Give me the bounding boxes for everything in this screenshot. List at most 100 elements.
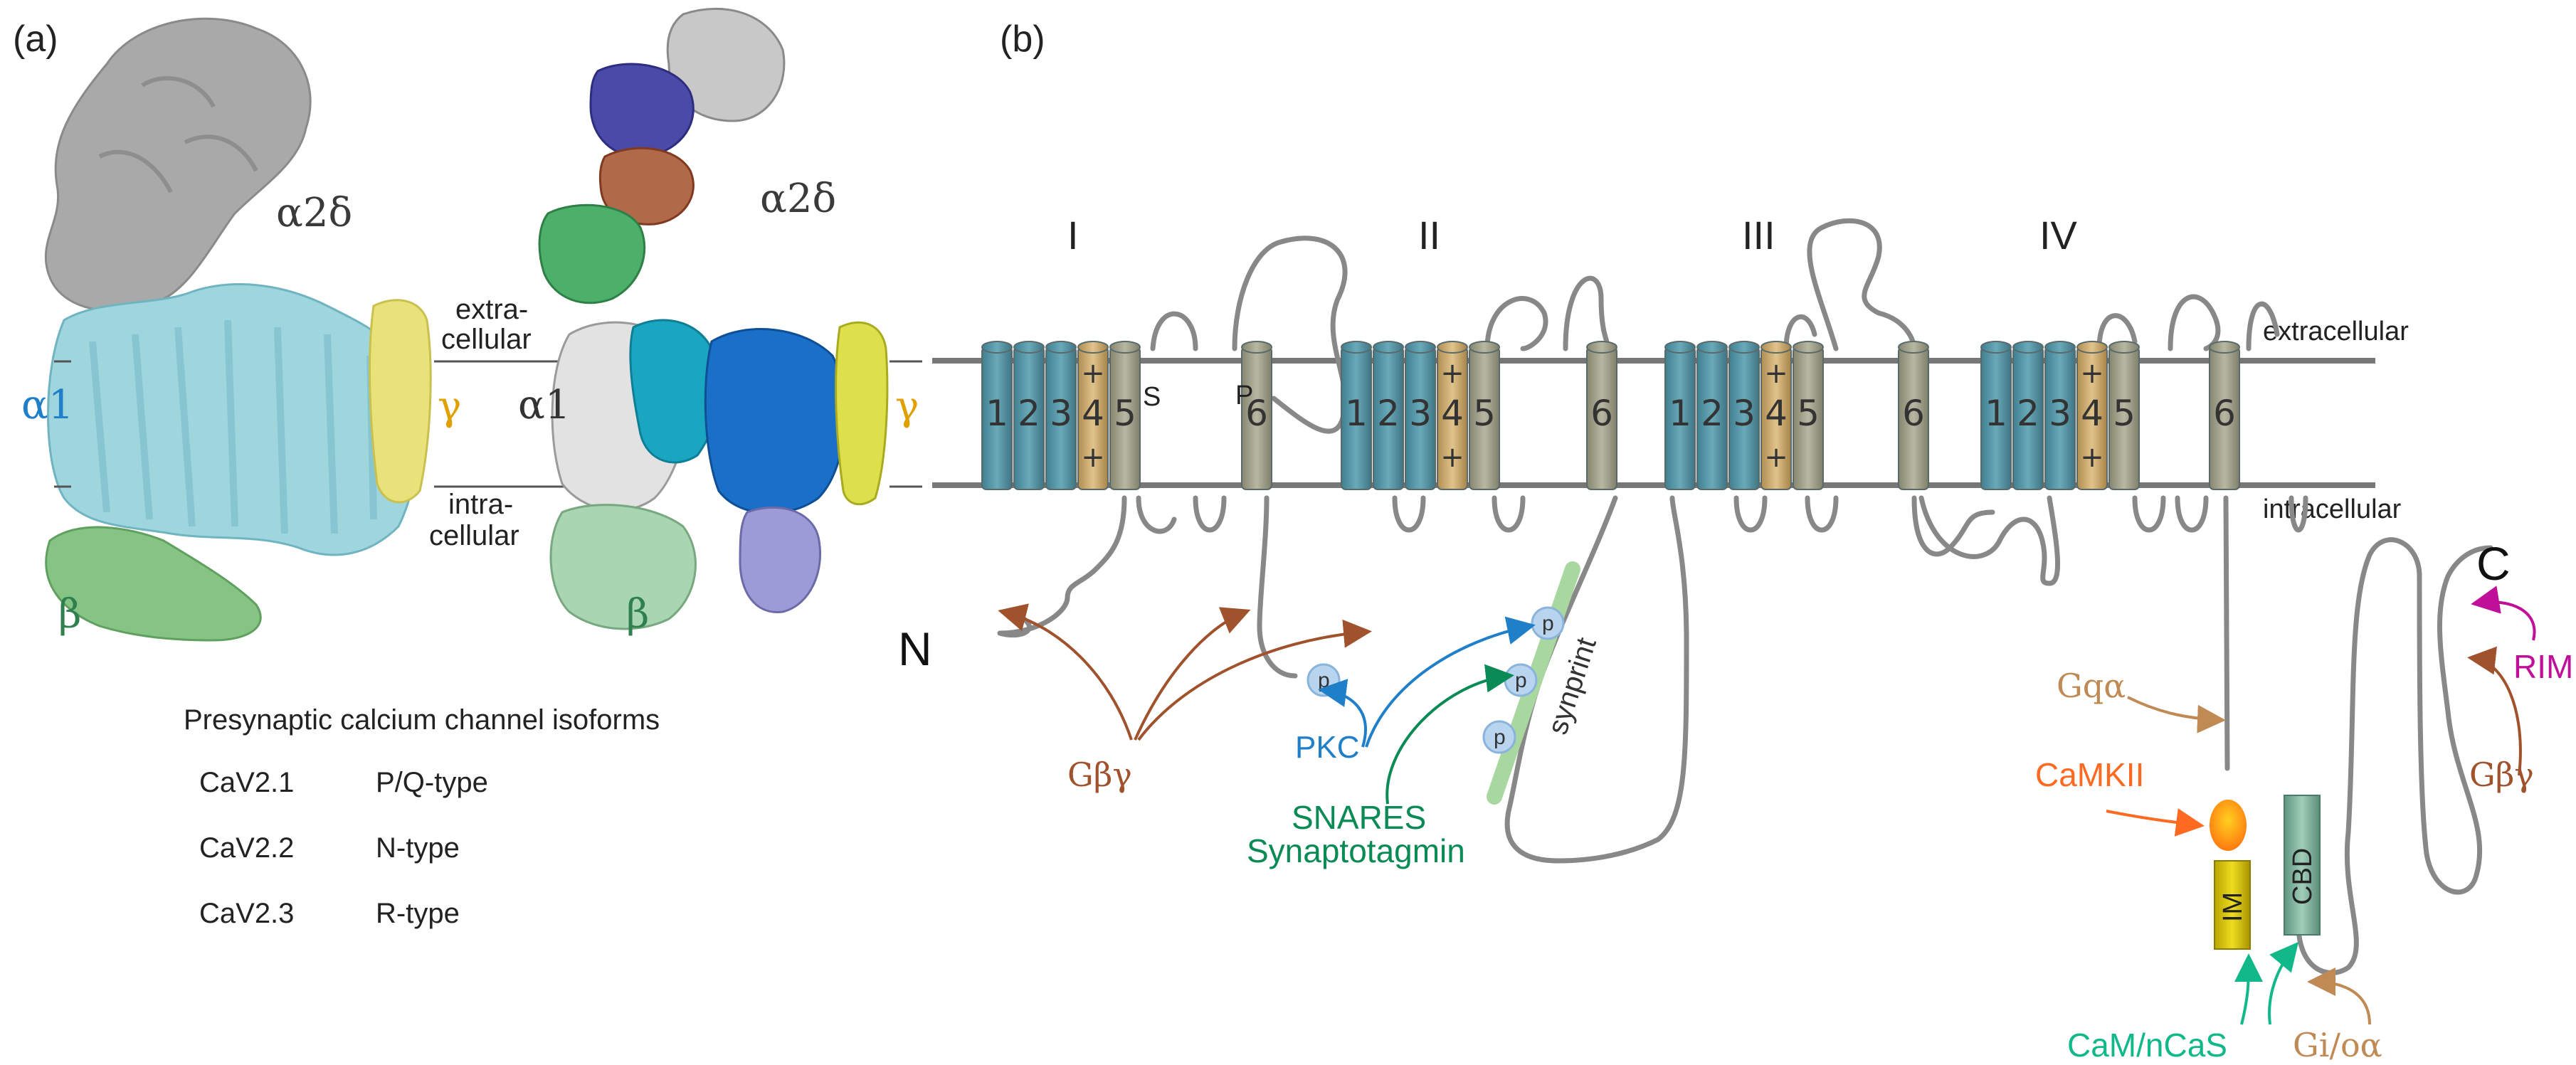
panel-a: (a) α2δ α1 γ β extra- cellular intra- <box>13 7 922 642</box>
domain-IV-segment-6: 6 <box>2209 341 2240 490</box>
domain-III-segment-4: 4++ <box>1761 341 1792 490</box>
domain-II-segment-6: 6 <box>1586 341 1617 490</box>
p-loop-label: P <box>1235 381 1253 410</box>
segment-number-label: 1 <box>1345 393 1368 434</box>
panel-a-label: (a) <box>13 18 58 60</box>
domain-I-segment-2: 2 <box>1013 341 1045 490</box>
alpha1-ribbon-blue <box>704 328 846 514</box>
phospho-site-4: p <box>1482 720 1516 754</box>
n-terminus-label: N <box>898 622 932 675</box>
segment-number-label: 2 <box>2017 393 2039 434</box>
s4-charge-plus-top: + <box>1764 357 1788 390</box>
cam-ncas-label: CaM/nCaS <box>2067 1027 2227 1064</box>
pkc-label: PKC <box>1295 730 1359 765</box>
domain-III-label: III <box>1742 213 1775 258</box>
isoform-type-1: P/Q-type <box>376 767 488 798</box>
extracellular-side-label: extracellular <box>2263 317 2409 346</box>
snares-label: SNARES <box>1292 799 1426 836</box>
snares-arrow <box>1385 664 1514 805</box>
s4-charge-plus-bottom: + <box>1764 441 1788 474</box>
cbd-domain: CBD <box>2284 795 2321 936</box>
segment-number-label: 1 <box>1985 393 2007 434</box>
segment-number-label: 1 <box>986 393 1008 434</box>
s4-charge-plus-top: + <box>1440 357 1464 390</box>
extra-ribbon-lavender <box>739 507 822 613</box>
alpha1-ribbon-cyan <box>629 319 720 464</box>
segment-number-label: 5 <box>1114 393 1136 434</box>
synaptotagmin-label: Synaptotagmin <box>1247 832 1465 869</box>
segment-number-label: 4 <box>1082 393 1104 434</box>
segment-number-label: 6 <box>1245 393 1268 434</box>
gby-left-arrows <box>998 603 1372 741</box>
alpha2delta-ribbon-gray <box>666 7 786 122</box>
segment-number-label: 6 <box>2213 393 2236 434</box>
panel-b: (b) extracellular intracellular I II III… <box>898 18 2573 1064</box>
domain-III-segment-6: 6 <box>1898 341 1929 490</box>
domain-IV-segment-5: 5 <box>2108 341 2140 490</box>
alpha2delta-ribbon-green <box>538 203 646 304</box>
gioa-label: Gi/oα <box>2293 1026 2382 1064</box>
isoform-name-2: CaV2.2 <box>199 832 295 864</box>
domain-II-segment-1: 1 <box>1341 341 1372 490</box>
segment-number-label: 6 <box>1902 393 1925 434</box>
isoform-type-2: N-type <box>376 832 460 864</box>
cam-arrows <box>2234 941 2299 1025</box>
s-segment-prefix: S <box>1143 382 1161 412</box>
segment-number-label: 3 <box>1050 393 1072 434</box>
beta-density <box>45 526 262 642</box>
domain-III-segment-2: 2 <box>1696 341 1728 490</box>
isoform-type-3: R-type <box>376 898 460 929</box>
ribbon-model: α2δ α1 γ β <box>518 7 919 637</box>
segment-number-label: 1 <box>1669 393 1691 434</box>
gamma-ribbon <box>835 321 889 506</box>
alpha2delta-ribbon-brown <box>598 147 695 226</box>
segment-number-label: 3 <box>2049 393 2071 434</box>
domain-I-segment-1: 1 <box>981 341 1013 490</box>
segment-number-label: 4 <box>1441 393 1464 434</box>
segment-number-label: 5 <box>1797 393 1820 434</box>
gqa-label: Gqα <box>2057 667 2126 705</box>
segment-number-label: 5 <box>1473 393 1496 434</box>
phospho-site-3: p <box>1504 663 1538 697</box>
domain-IV-segment-2: 2 <box>2012 341 2044 490</box>
intracellular-label-1: intra- <box>448 489 513 520</box>
rim-arrow <box>2471 586 2536 641</box>
left-gamma-label: γ <box>438 383 461 430</box>
domain-IV-label: IV <box>2039 213 2078 258</box>
right-beta-label: β <box>626 591 649 637</box>
rim-label: RIM <box>2513 648 2573 685</box>
domain-I-label: I <box>1067 213 1079 258</box>
svg-text:CBD: CBD <box>2288 848 2318 905</box>
gby-right-arrow <box>2467 646 2522 776</box>
domain-III-segment-1: 1 <box>1664 341 1696 490</box>
domain-II-segment-5: 5 <box>1469 341 1500 490</box>
left-alpha2delta-label: α2δ <box>276 190 352 236</box>
channel-loops <box>997 218 2493 975</box>
extracellular-label-1: extra- <box>455 294 528 325</box>
domain-II-segment-2: 2 <box>1373 341 1404 490</box>
gby-left-label: Gβγ <box>1067 756 1132 794</box>
gamma-density <box>369 299 432 504</box>
svg-text:p: p <box>1515 669 1527 692</box>
beta-ribbon <box>549 504 697 630</box>
svg-text:p: p <box>1494 726 1506 749</box>
domain-II-segment-4: 4++ <box>1437 341 1468 490</box>
s4-charge-plus-top: + <box>1081 357 1105 390</box>
camkii-label: CaMKII <box>2035 756 2144 793</box>
isoform-name-3: CaV2.3 <box>199 898 295 929</box>
segment-number-label: 2 <box>1701 393 1724 434</box>
alpha2delta-ribbon-blue <box>589 63 695 158</box>
svg-text:IM: IM <box>2218 892 2248 922</box>
segment-number-label: 3 <box>1733 393 1756 434</box>
s4-charge-plus-bottom: + <box>1440 441 1464 474</box>
left-beta-label: β <box>58 591 81 637</box>
domain-IV-segment-4: 4++ <box>2076 341 2108 490</box>
domain-III-segment-3: 3 <box>1728 341 1760 490</box>
extracellular-label-2: cellular <box>441 324 532 355</box>
domain-I-segment-5: 5 <box>1109 341 1141 490</box>
domain-IV-segment-3: 3 <box>2044 341 2076 490</box>
domain-I-segment-3: 3 <box>1045 341 1077 490</box>
segment-number-label: 3 <box>1409 393 1432 434</box>
